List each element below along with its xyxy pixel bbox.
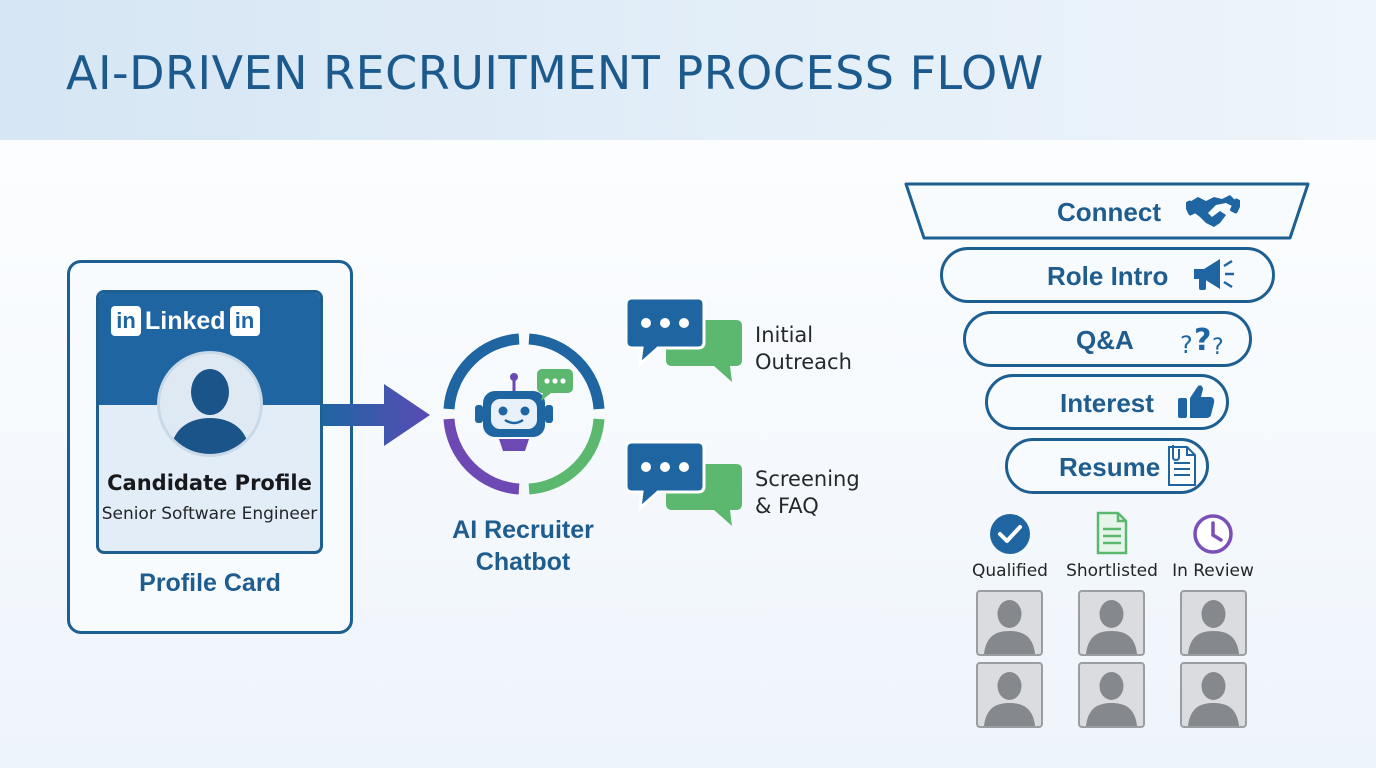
document-icon bbox=[1096, 511, 1128, 555]
status-label-in-review: In Review bbox=[1172, 561, 1254, 581]
candidate-thumbnail bbox=[976, 590, 1043, 656]
funnel-stage-label: Interest bbox=[1060, 388, 1154, 418]
candidate-thumbnail bbox=[976, 662, 1043, 728]
profile-card-label: Profile Card bbox=[139, 569, 281, 597]
candidate-profile-card: in Linked in Candidate Profile Senior So… bbox=[96, 290, 323, 554]
page-title: AI-DRIVEN RECRUITMENT PROCESS FLOW bbox=[66, 46, 1044, 100]
candidate-thumbnail bbox=[1078, 662, 1145, 728]
chatbot-label-line2: Chatbot bbox=[475, 548, 571, 576]
person-silhouette-icon bbox=[1086, 600, 1137, 654]
chat-bubbles-icon bbox=[626, 440, 742, 526]
resume-document-icon bbox=[1168, 445, 1196, 486]
candidate-thumbnail bbox=[1180, 590, 1247, 656]
handshake-icon bbox=[1186, 195, 1240, 227]
funnel-stage-label: Connect bbox=[1057, 197, 1161, 227]
person-silhouette-icon bbox=[1086, 672, 1137, 726]
funnel-stage-interest bbox=[985, 374, 1229, 430]
funnel-stage-label: Resume bbox=[1059, 452, 1161, 482]
conversation-line1: Initial bbox=[755, 323, 814, 347]
chatbot-label: AI Recruiter Chatbot bbox=[418, 514, 628, 578]
question-marks-icon: ? ? ? bbox=[1180, 323, 1224, 360]
small-chat-bubble-icon bbox=[537, 369, 573, 401]
conversation-line1: Screening bbox=[755, 467, 860, 491]
avatar bbox=[157, 351, 263, 457]
checkmark-circle-icon bbox=[990, 514, 1030, 554]
svg-text:?: ? bbox=[1180, 331, 1193, 359]
linkedin-logo-mark-left: in bbox=[111, 306, 141, 336]
flow-arrow-icon bbox=[322, 384, 430, 446]
funnel-stage-connect bbox=[904, 182, 1310, 240]
conversation-label-screening: Screening & FAQ bbox=[755, 466, 860, 520]
person-silhouette-icon bbox=[984, 672, 1035, 726]
status-label-qualified: Qualified bbox=[972, 561, 1048, 581]
person-silhouette-icon bbox=[984, 600, 1035, 654]
robot-icon bbox=[475, 373, 553, 451]
thumbs-up-icon bbox=[1178, 385, 1215, 418]
chatbot-label-line1: AI Recruiter bbox=[452, 516, 594, 544]
conversation-line2: Outreach bbox=[755, 350, 852, 374]
megaphone-icon bbox=[1194, 259, 1234, 290]
linkedin-logo: in Linked in bbox=[111, 306, 260, 336]
status-label-shortlisted: Shortlisted bbox=[1066, 561, 1158, 581]
person-silhouette-icon bbox=[1188, 600, 1239, 654]
linkedin-logo-mark-right: in bbox=[229, 306, 260, 336]
funnel-stage-label: Role Intro bbox=[1047, 261, 1169, 291]
candidate-thumbnail bbox=[1180, 662, 1247, 728]
conversation-line2: & FAQ bbox=[755, 494, 819, 518]
candidate-name: Candidate Profile bbox=[107, 471, 312, 495]
funnel-stage-label: Q&A bbox=[1076, 325, 1134, 355]
candidate-thumbnail bbox=[1078, 590, 1145, 656]
conversation-label-outreach: Initial Outreach bbox=[755, 322, 852, 376]
person-silhouette-icon bbox=[170, 369, 250, 454]
svg-text:?: ? bbox=[1212, 335, 1224, 360]
header-banner: AI-DRIVEN RECRUITMENT PROCESS FLOW bbox=[0, 0, 1376, 140]
linkedin-logo-text: Linked bbox=[145, 306, 226, 335]
candidate-role: Senior Software Engineer bbox=[101, 504, 318, 524]
chatbot-ring bbox=[443, 333, 605, 495]
clock-icon bbox=[1193, 514, 1233, 554]
funnel-stage-qa bbox=[963, 311, 1252, 367]
svg-text:?: ? bbox=[1194, 323, 1211, 358]
person-silhouette-icon bbox=[1188, 672, 1239, 726]
chat-bubbles-icon bbox=[626, 296, 742, 382]
